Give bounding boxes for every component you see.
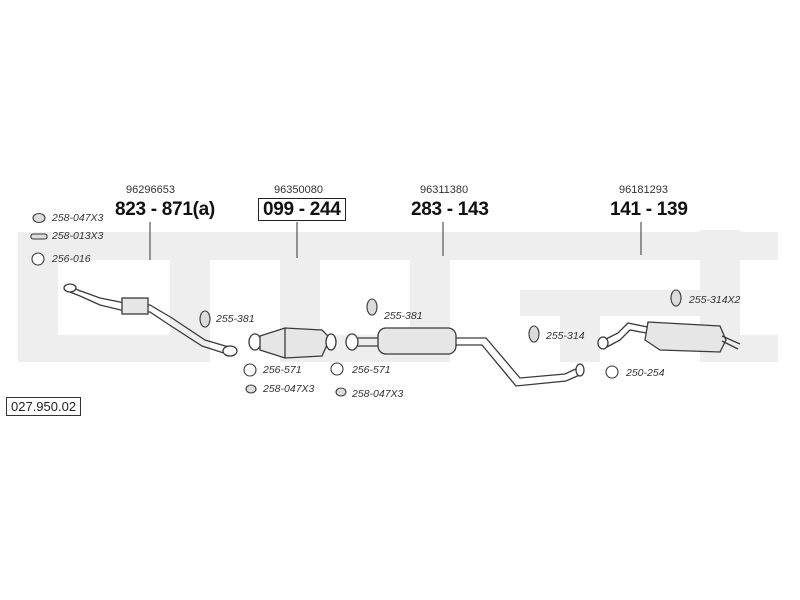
section-4-code: 141 - 139 (610, 199, 688, 220)
part-label: 256-016 (52, 253, 91, 265)
part-label: 256-571 (352, 364, 391, 376)
part-label: 255-314X2 (689, 294, 741, 306)
part-label: 258-013X3 (52, 230, 104, 242)
diagram-number: 027.950.02 (6, 397, 82, 416)
section-1-code: 823 - 871(a) (115, 199, 215, 220)
part-label: 255-381 (216, 313, 255, 325)
section-3-ref: 96311380 (420, 184, 469, 196)
catalytic-converter (248, 327, 337, 359)
leader-lines (149, 222, 642, 260)
part-symbols (30, 212, 682, 397)
part-label: 255-381 (384, 310, 423, 322)
rear-silencer (597, 321, 741, 353)
section-2-ref: 96350080 (274, 184, 323, 196)
part-label: 258-047X3 (52, 212, 104, 224)
part-label: 258-047X3 (352, 388, 404, 400)
section-2-code: 099 - 244 (258, 198, 346, 221)
section-4-ref: 96181293 (619, 184, 668, 196)
middle-silencer (345, 327, 585, 387)
section-1-ref: 96296653 (126, 184, 175, 196)
part-label: 256-571 (263, 364, 302, 376)
part-label: 250-254 (626, 367, 665, 379)
part-label: 258-047X3 (263, 383, 315, 395)
part-label: 255-314 (546, 330, 585, 342)
front-pipe (63, 283, 238, 357)
section-3-code: 283 - 143 (411, 199, 489, 220)
